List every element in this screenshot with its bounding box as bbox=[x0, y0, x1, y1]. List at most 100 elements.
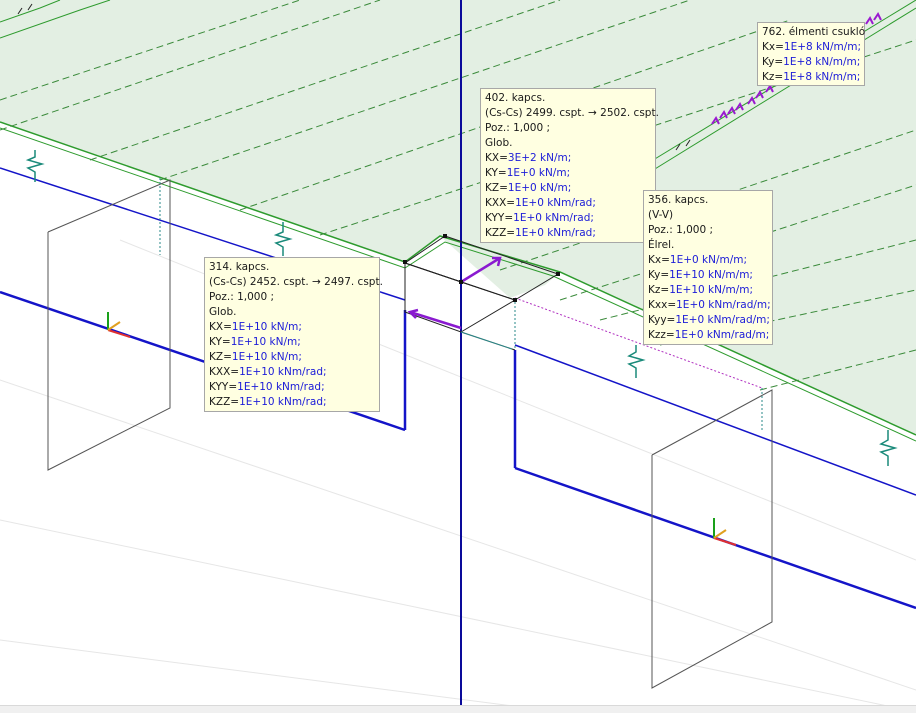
tooltip-value: 1E+0 kN/m; bbox=[506, 167, 571, 179]
hinge-ticks bbox=[17, 3, 691, 151]
tooltip-label: Kz= bbox=[648, 284, 670, 296]
tooltip-label: KY= bbox=[209, 336, 231, 348]
tooltip-line: (Cs-Cs) 2499. cspt. → 2502. cspt. bbox=[485, 106, 659, 121]
tooltip-line: Poz.: 1,000 ; bbox=[648, 223, 768, 238]
tooltip-label: 314. kapcs. bbox=[209, 261, 270, 273]
tooltip-line: 402. kapcs. bbox=[485, 91, 651, 106]
tooltip-label: Ky= bbox=[648, 269, 670, 281]
tooltip-value: 1E+10 kN/m; bbox=[231, 351, 302, 363]
tooltip-value: 1E+0 kNm/rad/m; bbox=[676, 299, 771, 311]
tooltip-line: Kzz=1E+0 kNm/rad/m; bbox=[648, 328, 769, 343]
tooltip-line: 762. élmenti csukló bbox=[762, 25, 865, 40]
tooltip-label: KXX= bbox=[485, 197, 516, 209]
tooltip-value: 1E+8 kN/m/m; bbox=[783, 41, 862, 53]
link-arrows bbox=[407, 256, 502, 330]
tooltip-label: KX= bbox=[209, 321, 232, 333]
tooltip-line: (V-V) bbox=[648, 208, 768, 223]
local-axes-icon bbox=[107, 312, 131, 338]
tooltip-label: KYY= bbox=[485, 212, 514, 224]
local-axes-icon bbox=[713, 518, 737, 546]
tooltip-line: Kyy=1E+0 kNm/rad/m; bbox=[648, 313, 770, 328]
tooltip-label: KZ= bbox=[209, 351, 232, 363]
tooltip-value: 1E+8 kN/m/m; bbox=[783, 71, 861, 83]
tooltip-label: 356. kapcs. bbox=[648, 194, 709, 206]
tooltip-line: KYY=1E+0 kNm/rad; bbox=[485, 211, 651, 226]
tooltip-label: KZ= bbox=[485, 182, 508, 194]
tooltip-line: Poz.: 1,000 ; bbox=[485, 121, 651, 136]
tooltip-link-402: 402. kapcs. (Cs-Cs) 2499. cspt. → 2502. c… bbox=[480, 88, 659, 243]
tooltip-label: Glob. bbox=[209, 306, 237, 318]
tooltip-line: KY=1E+10 kN/m; bbox=[209, 335, 375, 350]
tooltip-label: 762. élmenti csukló bbox=[762, 26, 866, 38]
tooltip-line: KXX=1E+0 kNm/rad; bbox=[485, 196, 651, 211]
tooltip-label: Élrel. bbox=[648, 239, 675, 251]
tooltip-label: KY= bbox=[485, 167, 507, 179]
tooltip-line: Kxx=1E+0 kNm/rad/m; bbox=[648, 298, 771, 313]
line-hinge-symbols bbox=[711, 12, 882, 125]
tooltip-link-314: 314. kapcs. (Cs-Cs) 2452. cspt. → 2497. c… bbox=[204, 257, 383, 412]
tooltip-label: 402. kapcs. bbox=[485, 92, 546, 104]
tooltip-label: KYY= bbox=[209, 381, 238, 393]
tooltip-label: KX= bbox=[485, 152, 508, 164]
tooltip-value: 1E+0 kNm/rad/m; bbox=[675, 314, 770, 326]
tooltip-line: Élrel. bbox=[648, 238, 768, 253]
tooltip-line: Glob. bbox=[485, 136, 651, 151]
tooltip-line: KZ=1E+0 kN/m; bbox=[485, 181, 651, 196]
tooltip-value: 1E+10 kN/m; bbox=[231, 321, 302, 333]
tooltip-value: 1E+10 kN/m/m; bbox=[669, 269, 753, 281]
status-bar bbox=[0, 705, 916, 713]
spring-symbols bbox=[25, 150, 898, 466]
tooltip-label: Kz= bbox=[762, 71, 784, 83]
node-points[interactable] bbox=[403, 234, 560, 302]
tooltip-value: 1E+0 kN/m/m; bbox=[669, 254, 748, 266]
tooltip-label: Poz.: 1,000 ; bbox=[209, 291, 275, 303]
support-walls[interactable] bbox=[47, 179, 773, 689]
link-normal-arrow bbox=[460, 331, 513, 350]
tooltip-line: KYY=1E+10 kNm/rad; bbox=[209, 380, 375, 395]
tooltip-line: (Cs-Cs) 2452. cspt. → 2497. cspt. bbox=[209, 275, 383, 290]
tooltip-line: Poz.: 1,000 ; bbox=[209, 290, 375, 305]
tooltip-line: KX=3E+2 kN/m; bbox=[485, 151, 651, 166]
tooltip-line: Ky=1E+10 kN/m/m; bbox=[648, 268, 768, 283]
tooltip-line: KX=1E+10 kN/m; bbox=[209, 320, 375, 335]
tooltip-line: Glob. bbox=[209, 305, 375, 320]
tooltip-value: 1E+10 kNm/rad; bbox=[237, 381, 325, 393]
tooltip-line: Kz=1E+10 kN/m/m; bbox=[648, 283, 768, 298]
tooltip-label: Kx= bbox=[762, 41, 784, 53]
tooltip-line: KZZ=1E+10 kNm/rad; bbox=[209, 395, 375, 410]
tooltip-line: Kx=1E+8 kN/m/m; bbox=[762, 40, 862, 55]
tooltip-label: Poz.: 1,000 ; bbox=[485, 122, 551, 134]
tooltip-value: 1E+0 kN/m; bbox=[507, 182, 572, 194]
tooltip-line: 314. kapcs. bbox=[209, 260, 375, 275]
tooltip-value: 1E+0 kNm/rad; bbox=[515, 227, 596, 239]
tooltip-link-356: 356. kapcs.(V-V)Poz.: 1,000 ;Élrel.Kx=1E… bbox=[643, 190, 773, 345]
tooltip-label: Kxx= bbox=[648, 299, 677, 311]
tooltip-label: Ky= bbox=[762, 56, 784, 68]
tooltip-label: (Cs-Cs) 2499. cspt. → 2502. cspt. bbox=[485, 107, 659, 119]
tooltip-value: 3E+2 kN/m; bbox=[507, 152, 572, 164]
tooltip-label: Kzz= bbox=[648, 329, 675, 341]
tooltip-label: Kyy= bbox=[648, 314, 676, 326]
tooltip-value: 1E+10 kN/m/m; bbox=[669, 284, 754, 296]
tooltip-label: KZZ= bbox=[209, 396, 240, 408]
tooltip-value: 1E+0 kNm/rad; bbox=[513, 212, 594, 224]
tooltip-line: KY=1E+0 kN/m; bbox=[485, 166, 651, 181]
tooltip-line: KXX=1E+10 kNm/rad; bbox=[209, 365, 375, 380]
tooltip-value: 1E+10 kNm/rad; bbox=[239, 396, 327, 408]
tooltip-label: (V-V) bbox=[648, 209, 674, 221]
tooltip-label: KZZ= bbox=[485, 227, 516, 239]
tooltip-label: KXX= bbox=[209, 366, 240, 378]
tooltip-label: (Cs-Cs) 2452. cspt. → 2497. cspt. bbox=[209, 276, 383, 288]
tooltip-value: 1E+8 kN/m/m; bbox=[783, 56, 861, 68]
tooltip-value: 1E+10 kN/m; bbox=[230, 336, 301, 348]
tooltip-line: 356. kapcs. bbox=[648, 193, 768, 208]
tooltip-label: Glob. bbox=[485, 137, 513, 149]
tooltip-value: 1E+0 kNm/rad; bbox=[515, 197, 596, 209]
tooltip-line: KZZ=1E+0 kNm/rad; bbox=[485, 226, 651, 241]
tooltip-label: Kx= bbox=[648, 254, 670, 266]
tooltip-line: Kx=1E+0 kN/m/m; bbox=[648, 253, 768, 268]
tooltip-line: Kz=1E+8 kN/m/m; bbox=[762, 70, 860, 85]
